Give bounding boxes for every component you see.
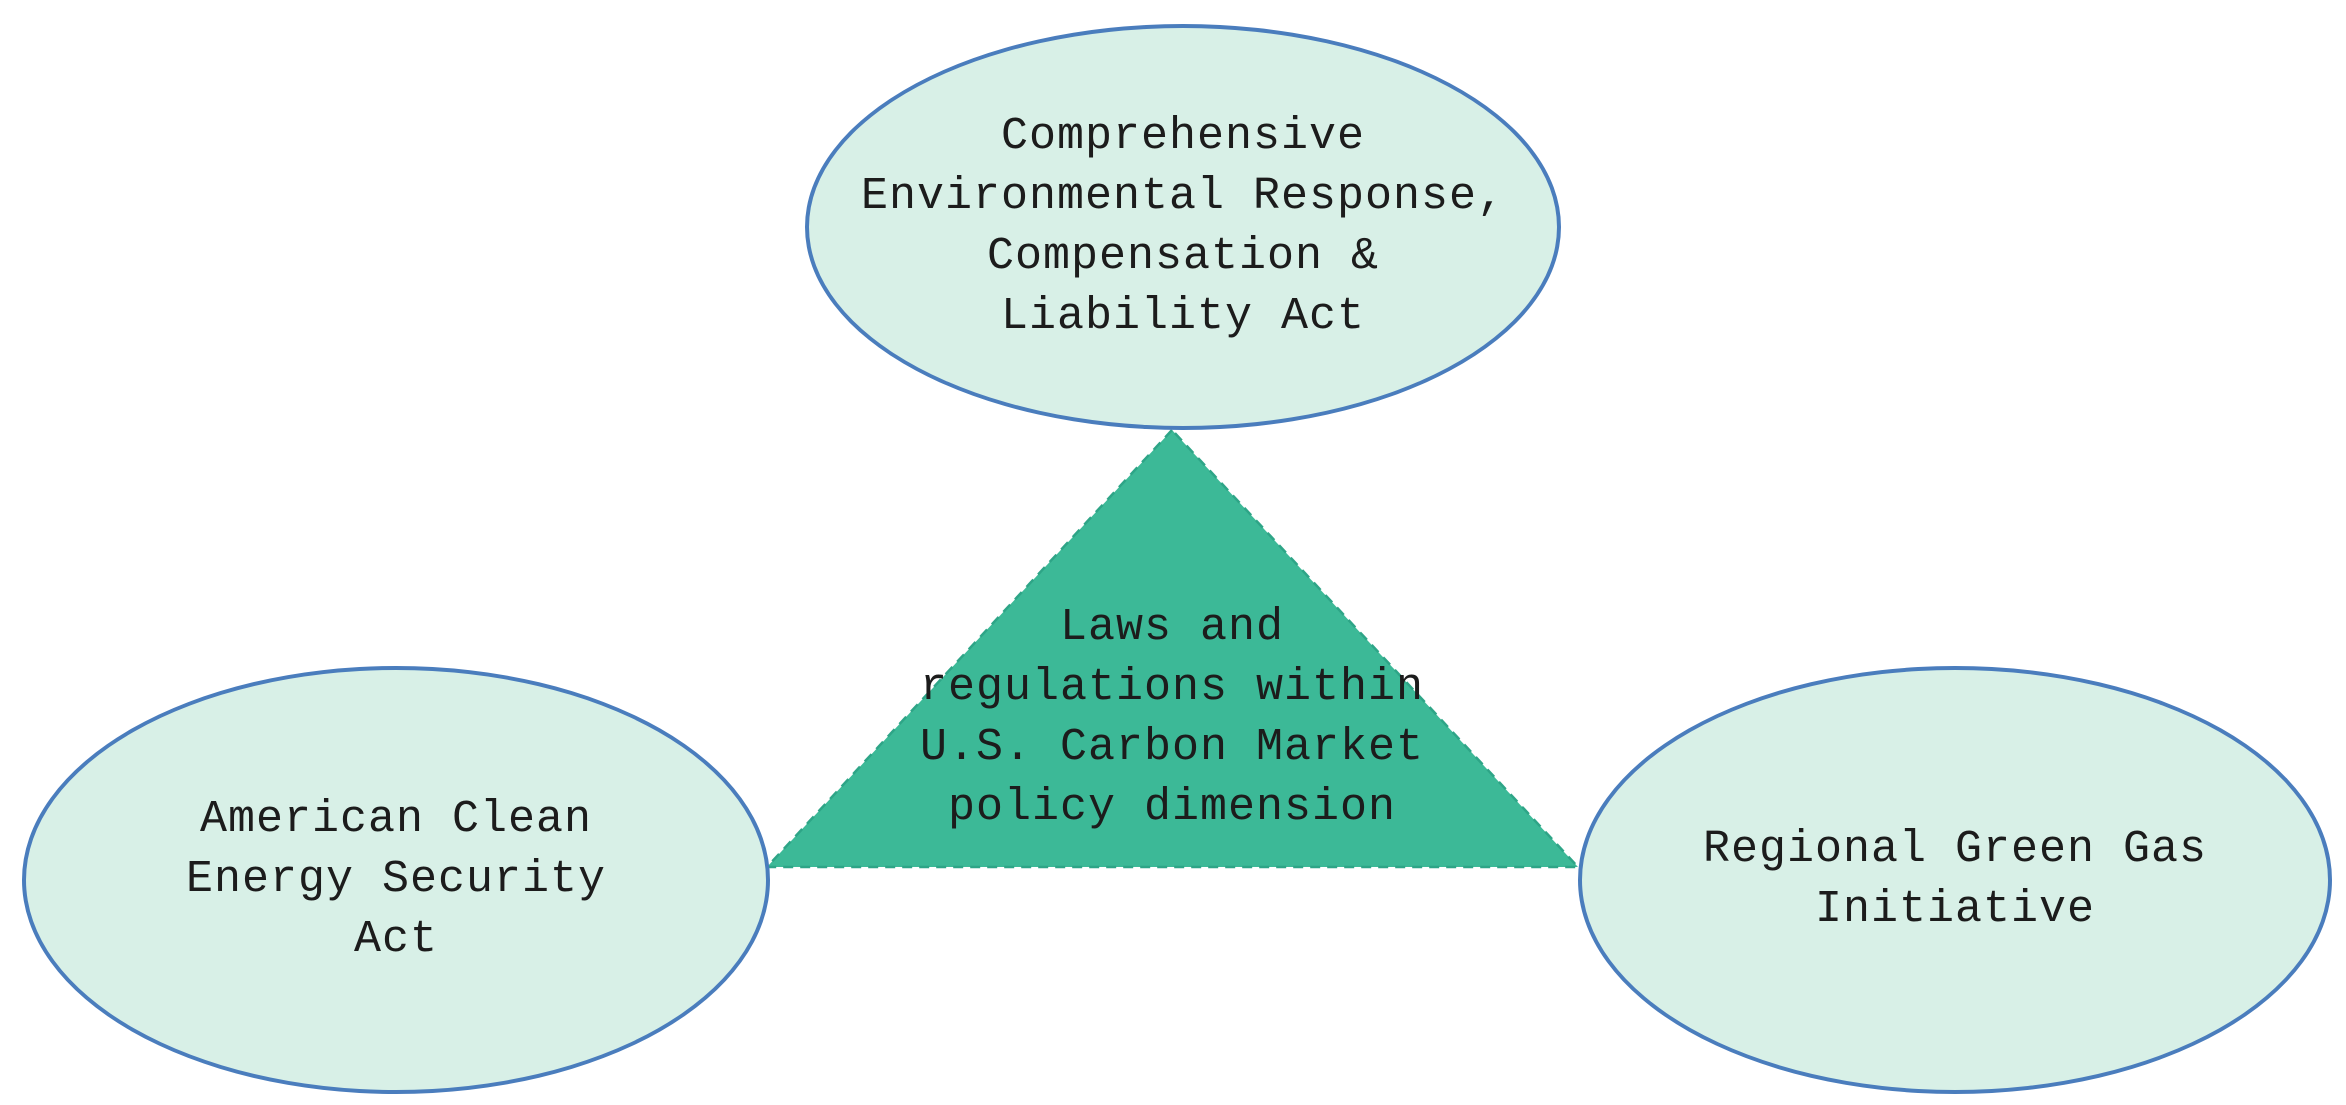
node-label-acesa: American Clean Energy Security Act xyxy=(185,794,607,965)
node-ellipse-rggi: Regional Green Gas Initiative xyxy=(1578,666,2332,1094)
node-label-rggi: Regional Green Gas Initiative xyxy=(1702,824,2208,935)
node-ellipse-cercla: Comprehensive Environmental Response, Co… xyxy=(805,24,1561,430)
triangle-polygon xyxy=(764,428,1581,869)
node-ellipse-acesa: American Clean Energy Security Act xyxy=(22,666,770,1094)
node-label-cercla: Comprehensive Environmental Response, Co… xyxy=(860,111,1506,342)
node-label-carbon-market-policy: Laws and regulations within U.S. Carbon … xyxy=(919,602,1425,833)
